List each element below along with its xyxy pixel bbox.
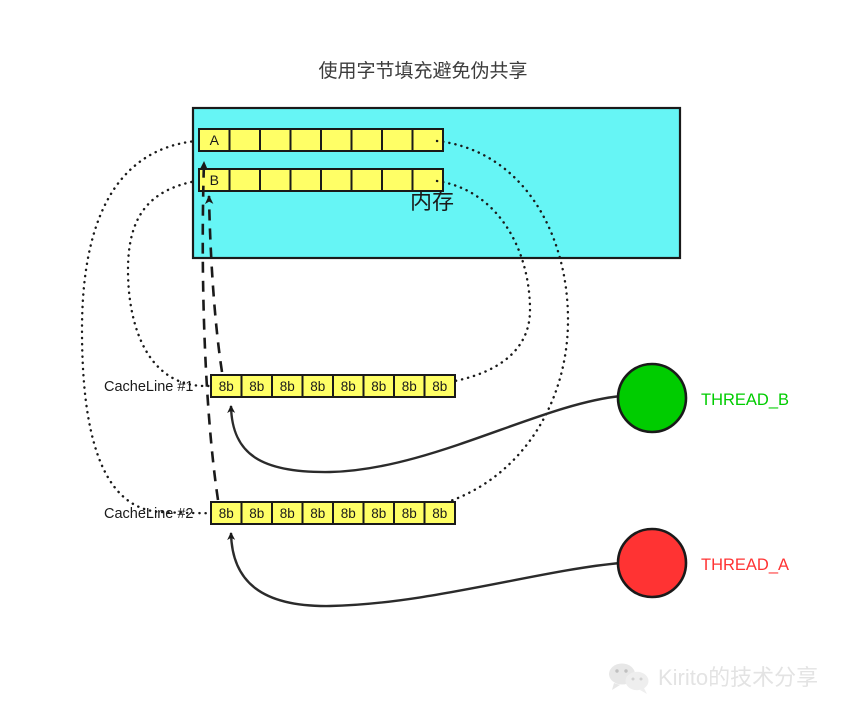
memory-b-cell: [320, 168, 353, 192]
memory-b-cell: [350, 168, 383, 192]
cacheline-2-cell: [423, 501, 456, 525]
cacheline-1-cell-label: 8b: [219, 379, 234, 394]
cacheline-1-cell-label: 8b: [249, 379, 264, 394]
memory-a-cell: [289, 128, 322, 152]
cacheline-1-cell-label: 8b: [402, 379, 417, 394]
memory-a-cell: [411, 128, 444, 152]
cacheline-2-cell-label: 8b: [280, 506, 295, 521]
cacheline-1-cell-label: 8b: [432, 379, 447, 394]
memory-label: 内存: [410, 189, 454, 214]
page-title: 使用字节填充避免伪共享: [318, 60, 527, 82]
thread-b-circle[interactable]: [616, 362, 688, 434]
thread-a-circle[interactable]: [616, 527, 688, 599]
cacheline-2-cell-label: 8b: [341, 506, 356, 521]
cacheline-2-cell-label: 8b: [402, 506, 417, 521]
memory-b-cell: [259, 168, 292, 192]
memory-a-cell-label: A: [210, 132, 220, 148]
memory-a-cell: [259, 128, 292, 152]
cacheline-2-cell-label: 8b: [432, 506, 447, 521]
cacheline-2-cell-label: 8b: [371, 506, 386, 521]
thread-a-to-cacheline2-curve: [227, 532, 622, 608]
cacheline-2-cell-label: 8b: [219, 506, 234, 521]
watermark-text: Kirito的技术分享: [658, 665, 818, 690]
cacheline-1-cell-label: 8b: [280, 379, 295, 394]
watermark: Kirito的技术分享: [609, 663, 818, 694]
memory-a-cell: [350, 128, 383, 152]
memory-a-cell: [228, 128, 261, 152]
cacheline-1-cell-label: 8b: [310, 379, 325, 394]
cacheline-1-label: CacheLine #1: [104, 379, 194, 395]
thread-b-label: THREAD_B: [701, 391, 789, 409]
cacheline-2-cell-label: 8b: [310, 506, 325, 521]
cacheline-2-label: CacheLine #2: [104, 506, 194, 522]
dashed-arrow-cacheline1-to-memory-b: [204, 195, 224, 373]
thread-b-to-cacheline1-curve: [227, 394, 622, 474]
memory-b-cell-label: B: [210, 172, 219, 188]
memory-row-a: A: [198, 128, 444, 152]
cacheline-1-cell-label: 8b: [371, 379, 386, 394]
memory-b-cell: [228, 168, 261, 192]
dotted-link-b-to-cacheline1: [126, 179, 532, 388]
cacheline-1-cell-label: 8b: [341, 379, 356, 394]
cacheline-1-cell: [423, 374, 456, 398]
memory-a-cell: [381, 128, 414, 152]
thread-a-label: THREAD_A: [701, 556, 789, 574]
dashed-arrow-cacheline2-to-memory-a: [199, 161, 220, 501]
memory-b-cell: [289, 168, 322, 192]
memory-b-cell: [411, 168, 444, 192]
memory-b-cell: [381, 168, 414, 192]
cacheline-1-cells: 8b 8b 8b 8b 8b 8b 8b 8b: [210, 374, 456, 398]
wechat-icon: [609, 663, 649, 694]
cacheline-2-cells: 8b 8b 8b 8b 8b 8b 8b 8b: [210, 501, 456, 525]
cacheline-2-cell-label: 8b: [249, 506, 264, 521]
memory-row-b: B: [198, 168, 444, 192]
memory-a-cell: [320, 128, 353, 152]
